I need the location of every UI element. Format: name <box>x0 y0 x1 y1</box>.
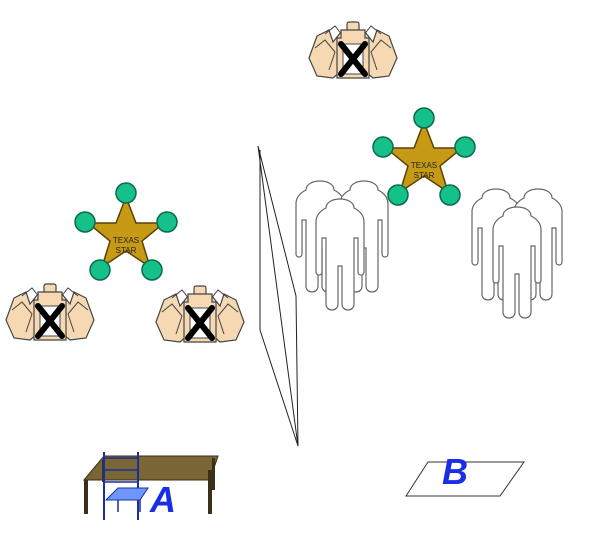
prisoner-hands-icon <box>156 286 244 342</box>
label-a: A <box>149 479 176 520</box>
label-b: B <box>442 451 468 492</box>
table-icon <box>82 455 219 514</box>
prisoner-hands-icon <box>309 22 397 78</box>
divider-wall <box>257 145 299 447</box>
badge-line1: TEXAS <box>113 236 139 245</box>
sheriff-star-icon: TEXAS STAR <box>74 182 178 281</box>
divider-wall-edge <box>259 150 299 447</box>
sheriff-star-icon: TEXAS STAR <box>372 107 476 206</box>
badge-line1: TEXAS <box>411 161 437 170</box>
chair-icon <box>103 452 149 520</box>
badge-line2: STAR <box>116 246 137 255</box>
prisoner-hands-icon <box>6 284 94 340</box>
floor-mat-icon <box>405 461 525 497</box>
badge-line2: STAR <box>414 171 435 180</box>
